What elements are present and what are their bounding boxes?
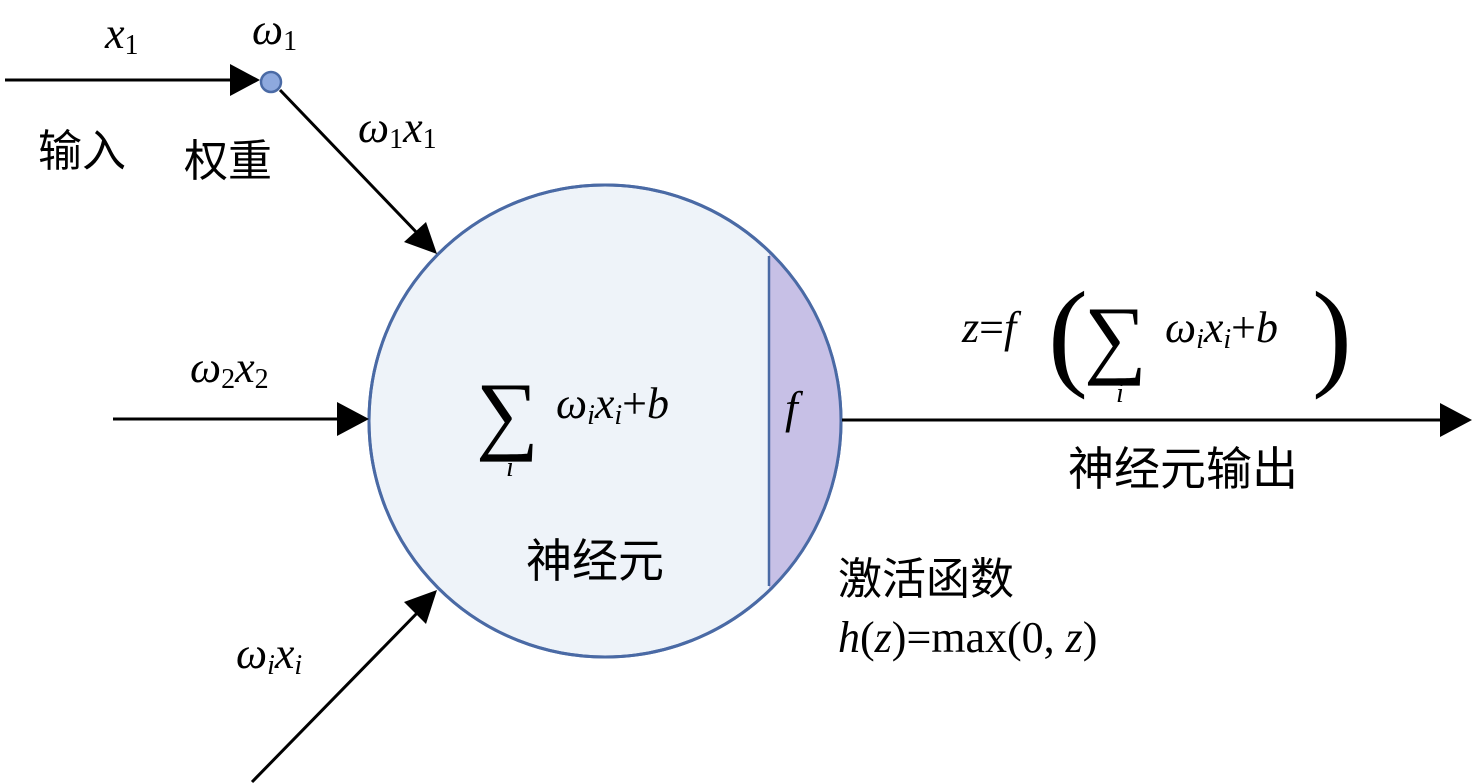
output-sum-index: i [1116,378,1124,409]
activation-function-text: 激活函数 [838,554,1014,605]
input-i-arrow-line [250,606,424,784]
output-left-paren: ( [1048,267,1088,400]
output-sum-symbol: ∑ [1084,290,1147,387]
activation-function-formula: h(z)=max(0, z) [838,613,1097,662]
activation-region [769,185,841,657]
input-2-arrowhead [337,402,369,436]
output-right-paren: ) [1312,267,1352,400]
input-text: 输入 [38,126,126,177]
sum-expression: ωixi+b [556,379,669,431]
weighted-input-2-label: ω2x2 [190,343,269,395]
sum-index: i [506,452,514,483]
weight-node [259,70,283,94]
sum-symbol: ∑ [476,366,539,463]
weighted-input-1-arrowhead [404,222,437,254]
weighted-input-1-label: ω1x1 [358,103,437,155]
neuron-outline [367,183,843,659]
weight-1-label: ω1 [252,5,297,57]
input-i-arrowhead [404,590,437,624]
output-formula-lhs: z=f [961,303,1022,352]
neuron-output-text: 神经元输出 [1068,442,1298,496]
weight-text: 权重 [184,136,272,187]
input-1-arrowhead [230,64,260,96]
output-arrowhead [1440,403,1472,437]
neuron-text: 神经元 [526,534,664,588]
weighted-input-i-label: ωixi [236,629,302,681]
output-sum-expression: ωixi+b [1165,303,1278,355]
input-1-label: x1 [104,9,139,61]
weighted-input-1-line [278,88,422,238]
